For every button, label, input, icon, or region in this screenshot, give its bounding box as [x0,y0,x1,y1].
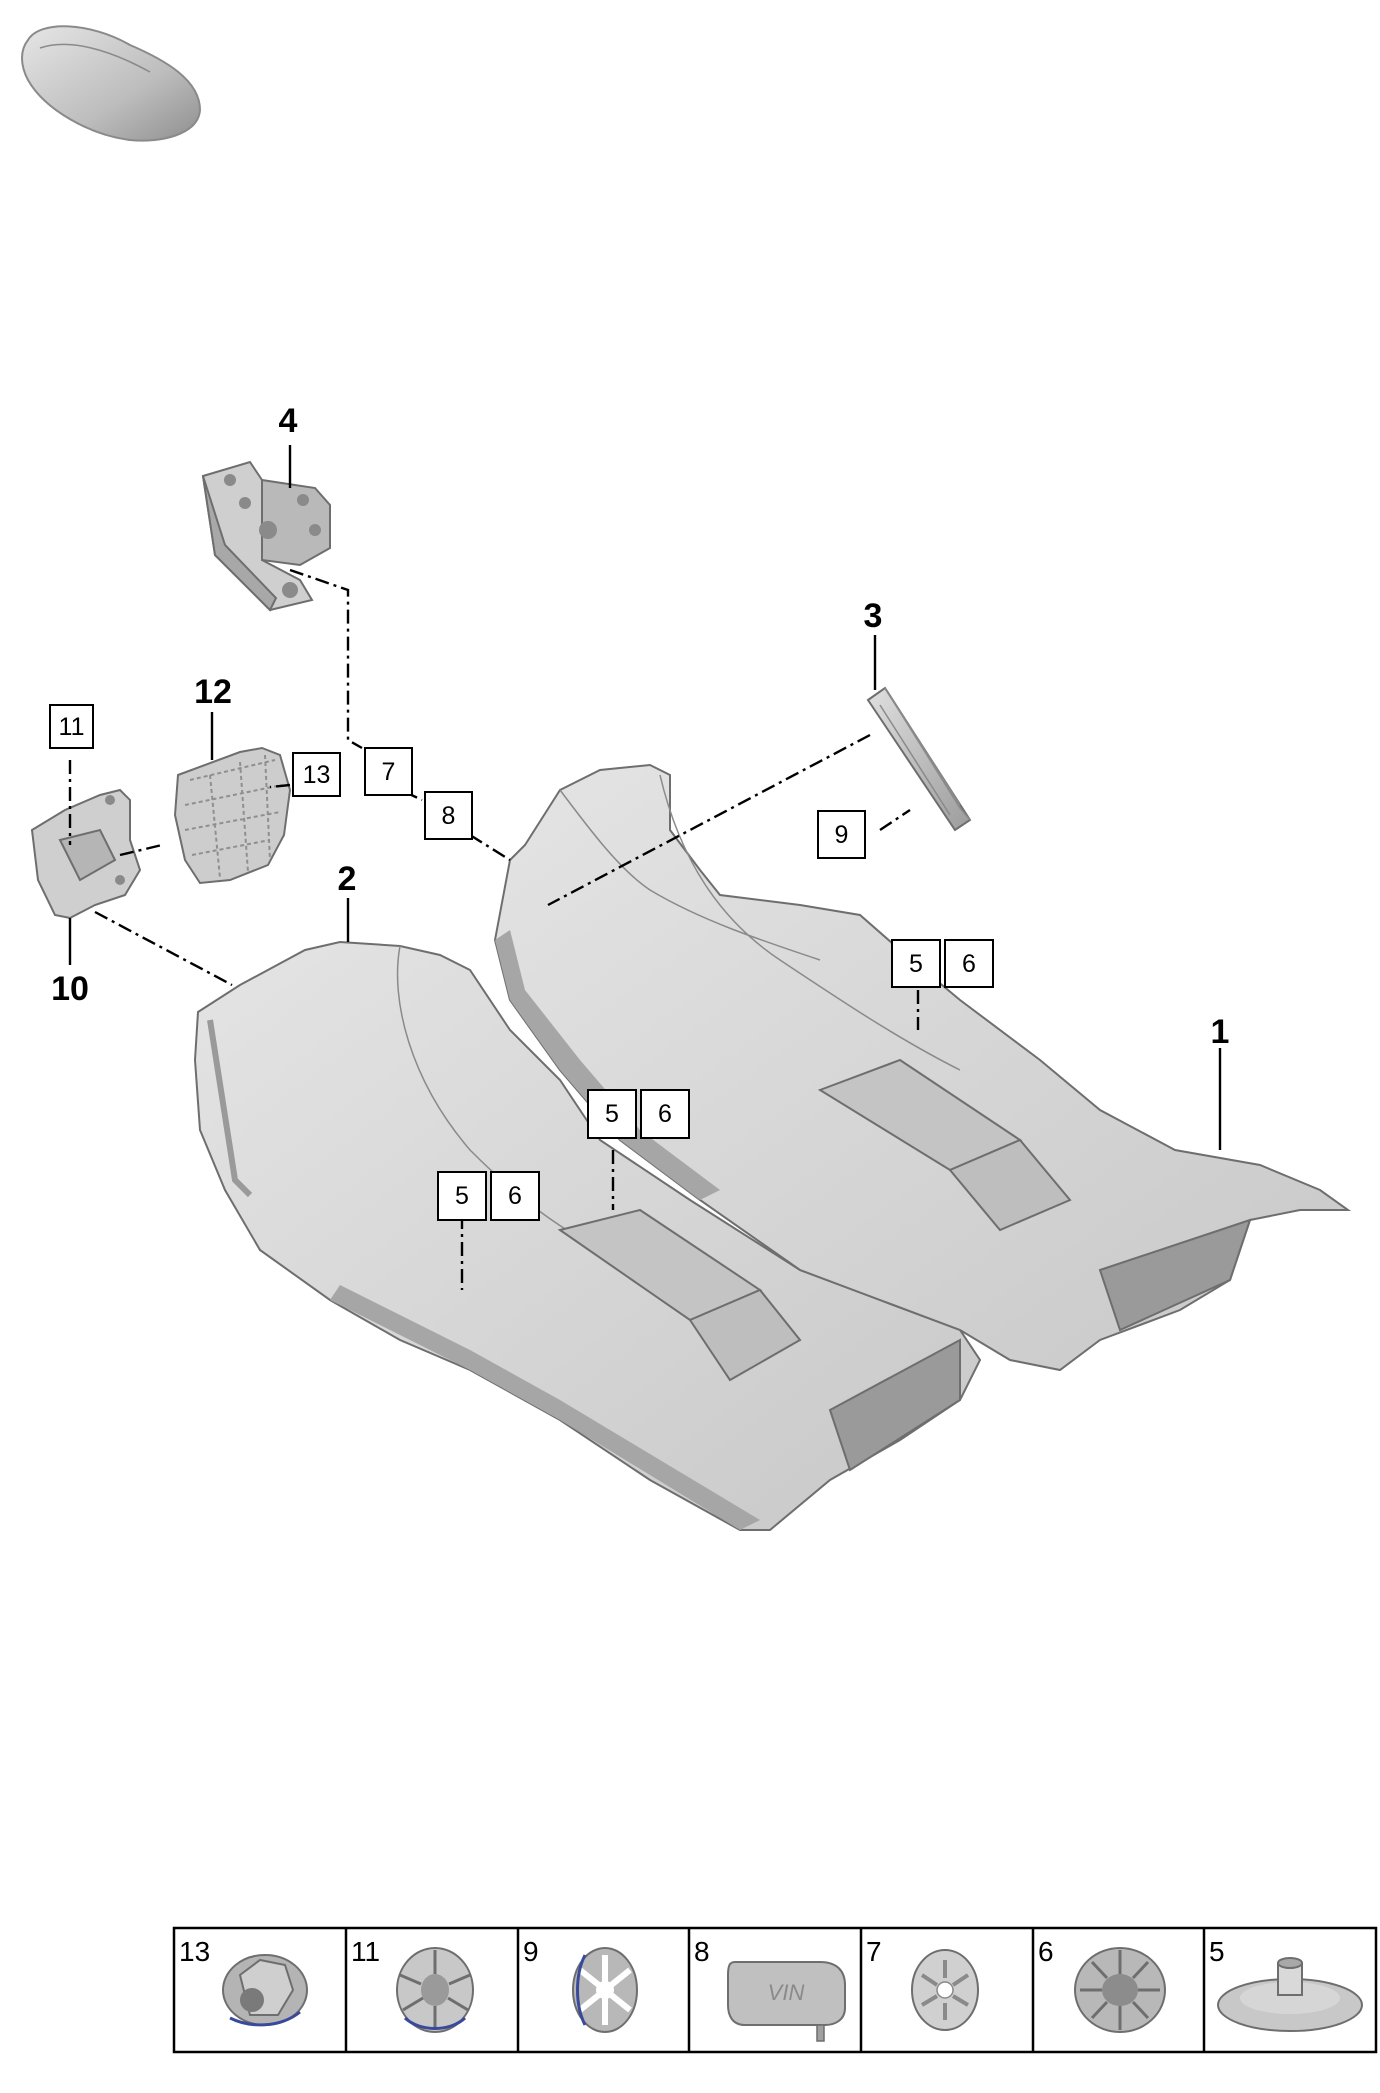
callout-12: 12 [194,673,232,711]
spring-clip-icon [911,1949,979,2031]
svg-text:8: 8 [442,802,456,830]
svg-text:6: 6 [962,950,976,978]
vin-cover-icon: VIN [727,1961,846,2042]
svg-text:5: 5 [909,950,923,978]
legend-tile-13: 13 [179,1936,308,2027]
hex-nut-icon [222,1954,308,2027]
svg-text:6: 6 [1038,1936,1054,1967]
legend-tile-8: 8 VIN [694,1936,846,2042]
svg-text:13: 13 [303,761,331,789]
legend-tile-9: 9 [523,1936,638,2033]
label-box-13: 13 [292,752,341,797]
svg-text:5: 5 [1209,1936,1225,1967]
part-3-pedal-pad [866,686,972,832]
callout-numbers: 4 3 12 2 10 1 [51,402,1229,1051]
part-10-bracket [30,788,142,920]
callout-lines [68,445,1222,1150]
svg-text:9: 9 [523,1936,539,1967]
part-4-bracket [201,460,331,612]
boxed-labels: 11 13 7 8 9 5 6 5 6 5 6 [49,704,994,1221]
svg-text:6: 6 [658,1100,672,1128]
svg-text:VIN: VIN [768,1980,805,2005]
legend-tile-5: 5 [1209,1936,1363,2032]
car-silhouette-icon [21,25,202,142]
svg-text:13: 13 [179,1936,210,1967]
label-box-6c: 6 [490,1171,540,1221]
callout-2: 2 [338,860,357,898]
label-box-6a: 6 [944,939,994,988]
label-box-5c: 5 [437,1171,487,1221]
part-12-insulation-pad [173,746,292,885]
ribbed-fastener-icon [1074,1947,1166,2033]
part-1-right-floor-mat [493,763,1352,1372]
label-box-9: 9 [817,810,866,859]
legend-tile-6: 6 [1038,1936,1166,2033]
svg-text:7: 7 [382,758,396,786]
svg-text:9: 9 [835,821,849,849]
svg-text:5: 5 [605,1100,619,1128]
callout-10: 10 [51,970,89,1008]
part-2-left-floor-mat [193,940,982,1531]
svg-text:6: 6 [508,1182,522,1210]
label-box-7: 7 [364,747,413,796]
fastener-legend: 13 11 9 [172,1926,1378,2054]
star-clip-icon [572,1947,638,2033]
label-box-6b: 6 [640,1089,690,1139]
svg-text:5: 5 [455,1182,469,1210]
label-box-8: 8 [424,791,473,840]
callout-1: 1 [1211,1013,1230,1051]
legend-tile-7: 7 [866,1936,979,2031]
label-box-5a: 5 [891,939,941,988]
label-box-5b: 5 [587,1089,637,1139]
svg-text:11: 11 [59,713,85,741]
callout-4: 4 [279,402,298,440]
svg-text:11: 11 [351,1936,380,1967]
legend-tile-11: 11 [351,1936,474,2033]
label-box-11: 11 [49,704,94,749]
disc-fastener-icon [1217,1957,1363,2032]
callout-3: 3 [864,597,883,635]
svg-text:7: 7 [866,1936,882,1967]
svg-text:8: 8 [694,1936,710,1967]
push-clip-icon [396,1947,474,2033]
